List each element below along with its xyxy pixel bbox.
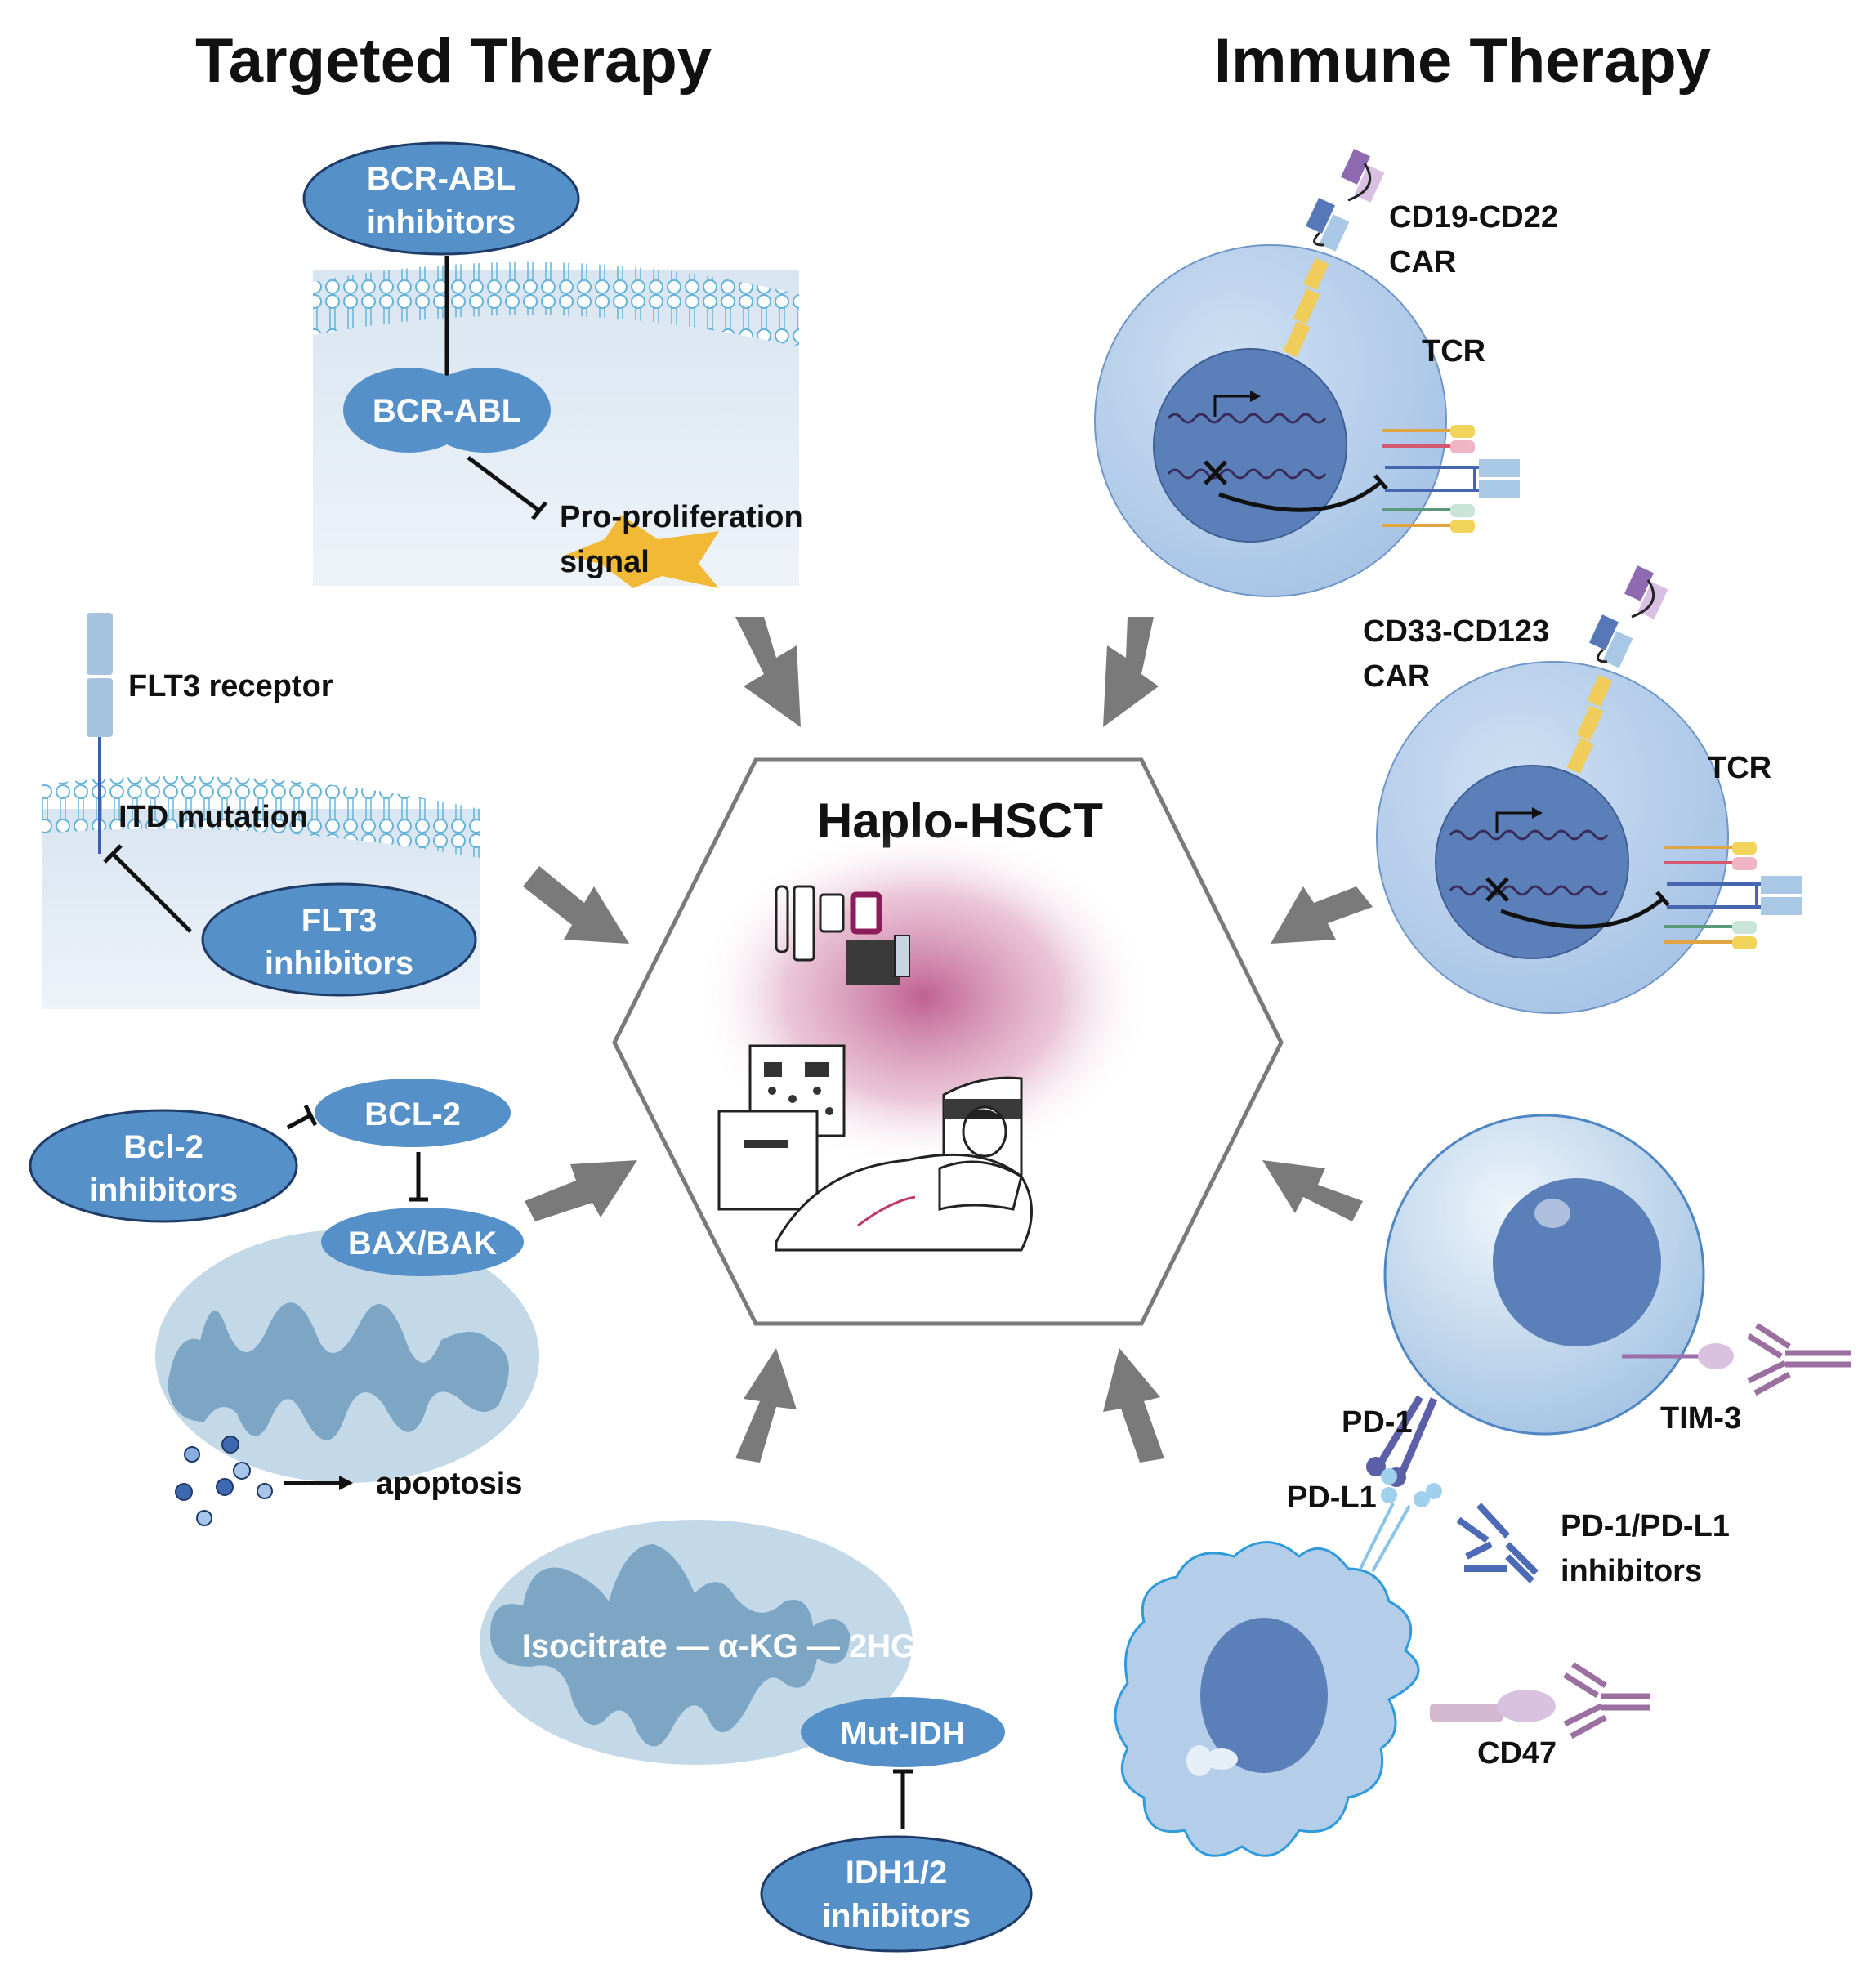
isocitrate-pathway-label: Isocitrate — α-KG — 2HG xyxy=(522,1628,916,1664)
arrow-icon xyxy=(525,1160,637,1221)
bcr-abl-membrane xyxy=(313,261,799,347)
inhibition-curve-icon xyxy=(1500,897,1664,929)
bcl2-module: Bcl-2 inhibitors BCL-2 BAX/BAK apoptosis xyxy=(29,1079,539,1526)
car-t-cell-cd19-cd22: CD19-CD22 CAR TCR xyxy=(1094,149,1558,597)
antibody-icon xyxy=(1563,1662,1650,1739)
flt3-receptor-icon xyxy=(87,613,113,854)
arrow-icon xyxy=(1103,1348,1164,1463)
dna-strand-icon xyxy=(1167,413,1327,480)
tcr-label: TCR xyxy=(1708,751,1771,785)
arrow-icon xyxy=(735,617,801,727)
arrows xyxy=(523,617,1373,1463)
cancer-cell-nucleus xyxy=(1200,1618,1328,1773)
arrow-icon xyxy=(523,866,629,944)
antibody-icon xyxy=(1747,1323,1851,1396)
bax-bak-label: BAX/BAK xyxy=(348,1226,497,1262)
bcl2-inhibitors-label-2: inhibitors xyxy=(89,1172,238,1208)
bax-bak-oval xyxy=(321,1208,524,1276)
flt3-receptor-label: FLT3 receptor xyxy=(128,669,333,703)
pro-proliferation-label-2: signal xyxy=(560,545,650,579)
cd19-cd22-car-label-1: CD19-CD22 xyxy=(1389,200,1558,234)
car-t-cell-cd33-cd123: CD33-CD123 CAR TCR xyxy=(1363,565,1802,1014)
idh-inhibitors-label-2: inhibitors xyxy=(822,1898,971,1934)
flt3-membrane xyxy=(42,776,480,858)
inhibition-line-icon xyxy=(103,844,192,933)
flt3-inhibitors-label-2: inhibitors xyxy=(265,945,413,981)
cd47-receptor-icon xyxy=(1430,1690,1556,1722)
t-cell-nucleus xyxy=(1435,765,1629,959)
car-receptor-icon xyxy=(1566,565,1668,774)
t-cell-nucleus xyxy=(1493,1178,1661,1346)
bcr-abl-inhibitors-label-1: BCR-ABL xyxy=(367,161,516,197)
bcl2-inhibitors-label-1: Bcl-2 xyxy=(123,1129,203,1165)
bcr-abl-protein xyxy=(343,368,551,453)
antibody-icon xyxy=(1456,1503,1539,1583)
arrow-icon xyxy=(1103,617,1159,727)
flt3-inhibitors-oval xyxy=(201,882,477,997)
inhibition-line-icon xyxy=(286,1104,318,1130)
cd47-label: CD47 xyxy=(1477,1736,1557,1771)
bcl2-label: BCL-2 xyxy=(364,1096,461,1132)
pro-proliferation-label-1: Pro-proliferation xyxy=(560,500,803,534)
cd33-cd123-car-label-1: CD33-CD123 xyxy=(1363,614,1549,649)
arrow-icon xyxy=(735,1348,797,1463)
idh-inhibitors-oval xyxy=(760,1835,1033,1953)
itd-mutation-label: ITD mutation xyxy=(118,800,308,834)
cytochrome-c-icon xyxy=(175,1436,273,1526)
idh-inhibitors-label-1: IDH1/2 xyxy=(846,1855,948,1891)
knockout-x-icon xyxy=(1204,460,1227,485)
immune-therapy-title: Immune Therapy xyxy=(1214,26,1711,96)
t-cell-nucleus xyxy=(1153,348,1347,543)
cd19-cd22-car-label-2: CAR xyxy=(1389,245,1456,279)
flt3-module: FLT3 receptor ITD mutation FLT3 inhibito… xyxy=(42,613,480,1009)
inhibition-curve-icon xyxy=(1218,480,1382,512)
flt3-inhibitors-label-1: FLT3 xyxy=(302,903,377,939)
inhibition-line-icon xyxy=(893,1769,913,1829)
checkpoint-module: PD-1 PD-L1 TIM-3 PD-1/PD-L1 inhibitors C… xyxy=(1114,1114,1851,1857)
dna-strand-icon xyxy=(1449,829,1609,896)
pd1-receptor-icon xyxy=(1366,1395,1438,1487)
tcr-label: TCR xyxy=(1422,334,1485,368)
tim3-label: TIM-3 xyxy=(1660,1401,1741,1436)
arrow-icon xyxy=(1271,886,1373,944)
inhibition-line-icon xyxy=(467,455,547,520)
pd1-label: PD-1 xyxy=(1342,1405,1413,1440)
bcl2-inhibitors-oval xyxy=(29,1109,298,1223)
transcription-arrow-icon xyxy=(1213,391,1261,417)
apoptosis-label: apoptosis xyxy=(376,1467,522,1501)
pd1-pdl1-inhibitors-label-1: PD-1/PD-L1 xyxy=(1561,1509,1730,1543)
bcr-abl-label: BCR-ABL xyxy=(373,393,521,429)
bcl2-oval xyxy=(315,1079,511,1147)
tcr-receptor-icon xyxy=(1382,425,1520,533)
mitochondrion-cristae xyxy=(168,1302,509,1440)
mut-idh-oval xyxy=(801,1697,1005,1767)
pdl1-ligand-icon xyxy=(1359,1468,1442,1572)
bcr-abl-inhibitors-label-2: inhibitors xyxy=(367,204,516,240)
signal-star-icon xyxy=(564,515,719,588)
tim3-receptor-icon xyxy=(1622,1343,1734,1369)
idh-module: Isocitrate — α-KG — 2HG Mut-IDH IDH1/2 i… xyxy=(480,1520,1033,1953)
inhibition-line-icon xyxy=(409,1152,428,1202)
arrow-right-icon xyxy=(284,1476,353,1490)
bcr-abl-inhibitors-oval xyxy=(302,141,580,256)
mut-idh-label: Mut-IDH xyxy=(840,1716,965,1752)
pd1-pdl1-inhibitors-label-2: inhibitors xyxy=(1561,1554,1702,1588)
targeted-therapy-title: Targeted Therapy xyxy=(195,26,712,96)
bcr-abl-module: BCR-ABL inhibitors BCR-ABL Pro-prolifera… xyxy=(302,141,803,588)
arrow-icon xyxy=(1262,1160,1363,1221)
cd33-cd123-car-label-2: CAR xyxy=(1363,659,1430,694)
pdl1-label: PD-L1 xyxy=(1287,1480,1377,1515)
transcription-arrow-icon xyxy=(1495,807,1543,833)
patient-bed-illustration xyxy=(695,825,1152,1252)
tcr-receptor-icon xyxy=(1664,842,1802,949)
knockout-x-icon xyxy=(1485,877,1509,902)
haplo-hsct-hub: Haplo-HSCT xyxy=(612,757,1284,1326)
car-receptor-icon xyxy=(1283,149,1385,357)
mitochondrion-cristae xyxy=(490,1544,850,1747)
